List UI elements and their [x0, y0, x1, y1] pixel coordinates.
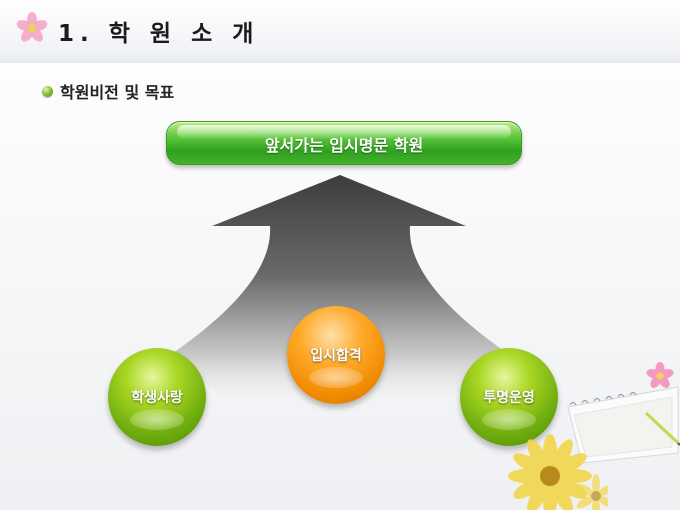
daisy-decoration: [508, 434, 608, 510]
flower-icon: [16, 12, 48, 42]
title-bar: 1. 학 원 소 개: [0, 0, 680, 63]
pillar-left-sphere: 학생사랑: [108, 348, 206, 446]
pillar-left-label: 학생사랑: [131, 390, 183, 407]
arrow-shape: [170, 175, 510, 400]
section-title: 학원비전 및 목표: [60, 83, 175, 102]
goal-banner: 앞서가는 입시명문 학원: [166, 121, 522, 165]
pillar-right-label: 투명운영: [483, 390, 535, 407]
notebook-decoration: [567, 386, 680, 464]
sphere-gloss: [129, 408, 185, 431]
pillar-center-sphere: 입시합격: [287, 306, 385, 404]
page-title: 1. 학 원 소 개: [58, 21, 260, 47]
pink-flower-icon: [646, 362, 674, 388]
pillar-center-label: 입시합격: [310, 348, 362, 365]
sphere-gloss: [481, 408, 537, 431]
pillar-right-sphere: 투명운영: [460, 348, 558, 446]
sphere-gloss: [308, 366, 364, 389]
goal-text: 앞서가는 입시명문 학원: [264, 136, 424, 155]
green-bullet-icon: [42, 86, 53, 97]
